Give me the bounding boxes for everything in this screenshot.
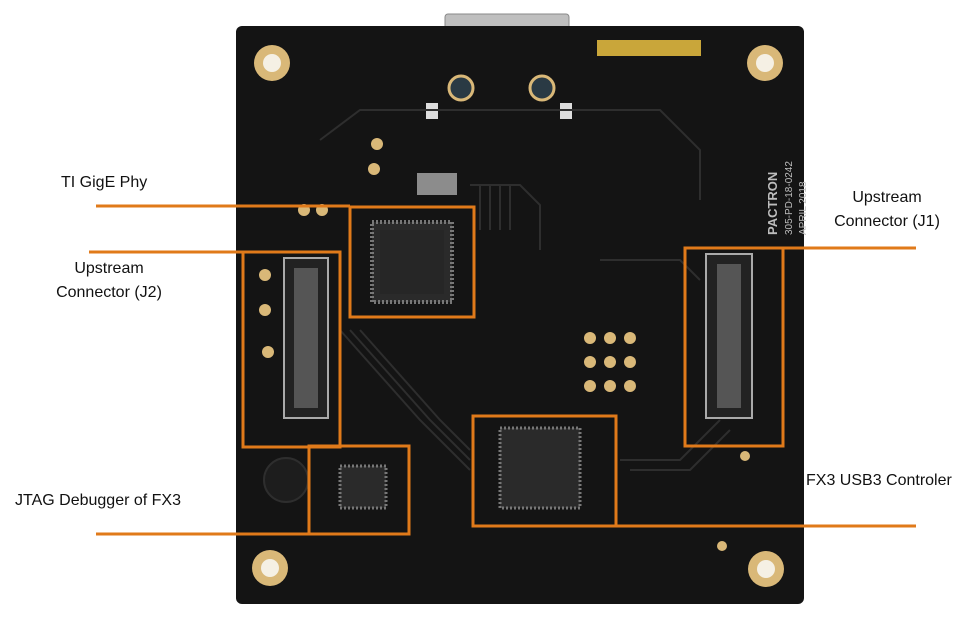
date-mark: APRIL 2018	[798, 181, 809, 235]
callout-lines	[89, 204, 916, 536]
callout-box-jtag	[307, 444, 411, 536]
label-upstream-j1-line1: Upstream	[852, 189, 922, 206]
pcb-traces	[319, 109, 731, 471]
board-silkscreen: PACTRON 305-PD-18-0242 APRIL 2018	[765, 161, 809, 235]
barcode-label	[597, 40, 701, 56]
mounting-holes	[252, 45, 784, 587]
j2-connector	[283, 257, 329, 419]
label-fx3-controller: FX3 USB3 Controler	[806, 472, 952, 489]
inductor	[417, 173, 457, 195]
label-upstream-j1: Upstream Connector (J1)	[822, 186, 952, 234]
buzzer	[263, 457, 309, 503]
label-upstream-j2: Upstream Connector (J2)	[44, 257, 174, 305]
part-number-mark: 305-PD-18-0242	[784, 161, 795, 235]
fx3-chip	[498, 426, 582, 510]
top-capacitors	[426, 74, 572, 119]
label-upstream-j2-line2: Connector (J2)	[56, 284, 162, 301]
callout-box-j2	[241, 250, 342, 449]
callout-box-phy	[348, 205, 476, 319]
label-upstream-j1-line2: Connector (J1)	[834, 213, 940, 230]
label-jtag-debugger: JTAG Debugger of FX3	[15, 492, 181, 509]
callout-box-fx3	[471, 414, 618, 528]
callout-boxes	[241, 205, 785, 536]
j1-connector	[705, 253, 753, 419]
label-ti-gige-phy: TI GigE Phy	[61, 174, 148, 191]
brand-mark: PACTRON	[765, 172, 780, 235]
label-upstream-j2-line1: Upstream	[74, 260, 144, 277]
phy-chip	[370, 220, 454, 304]
callout-box-j1	[683, 246, 785, 448]
jtag-chip	[338, 464, 388, 510]
